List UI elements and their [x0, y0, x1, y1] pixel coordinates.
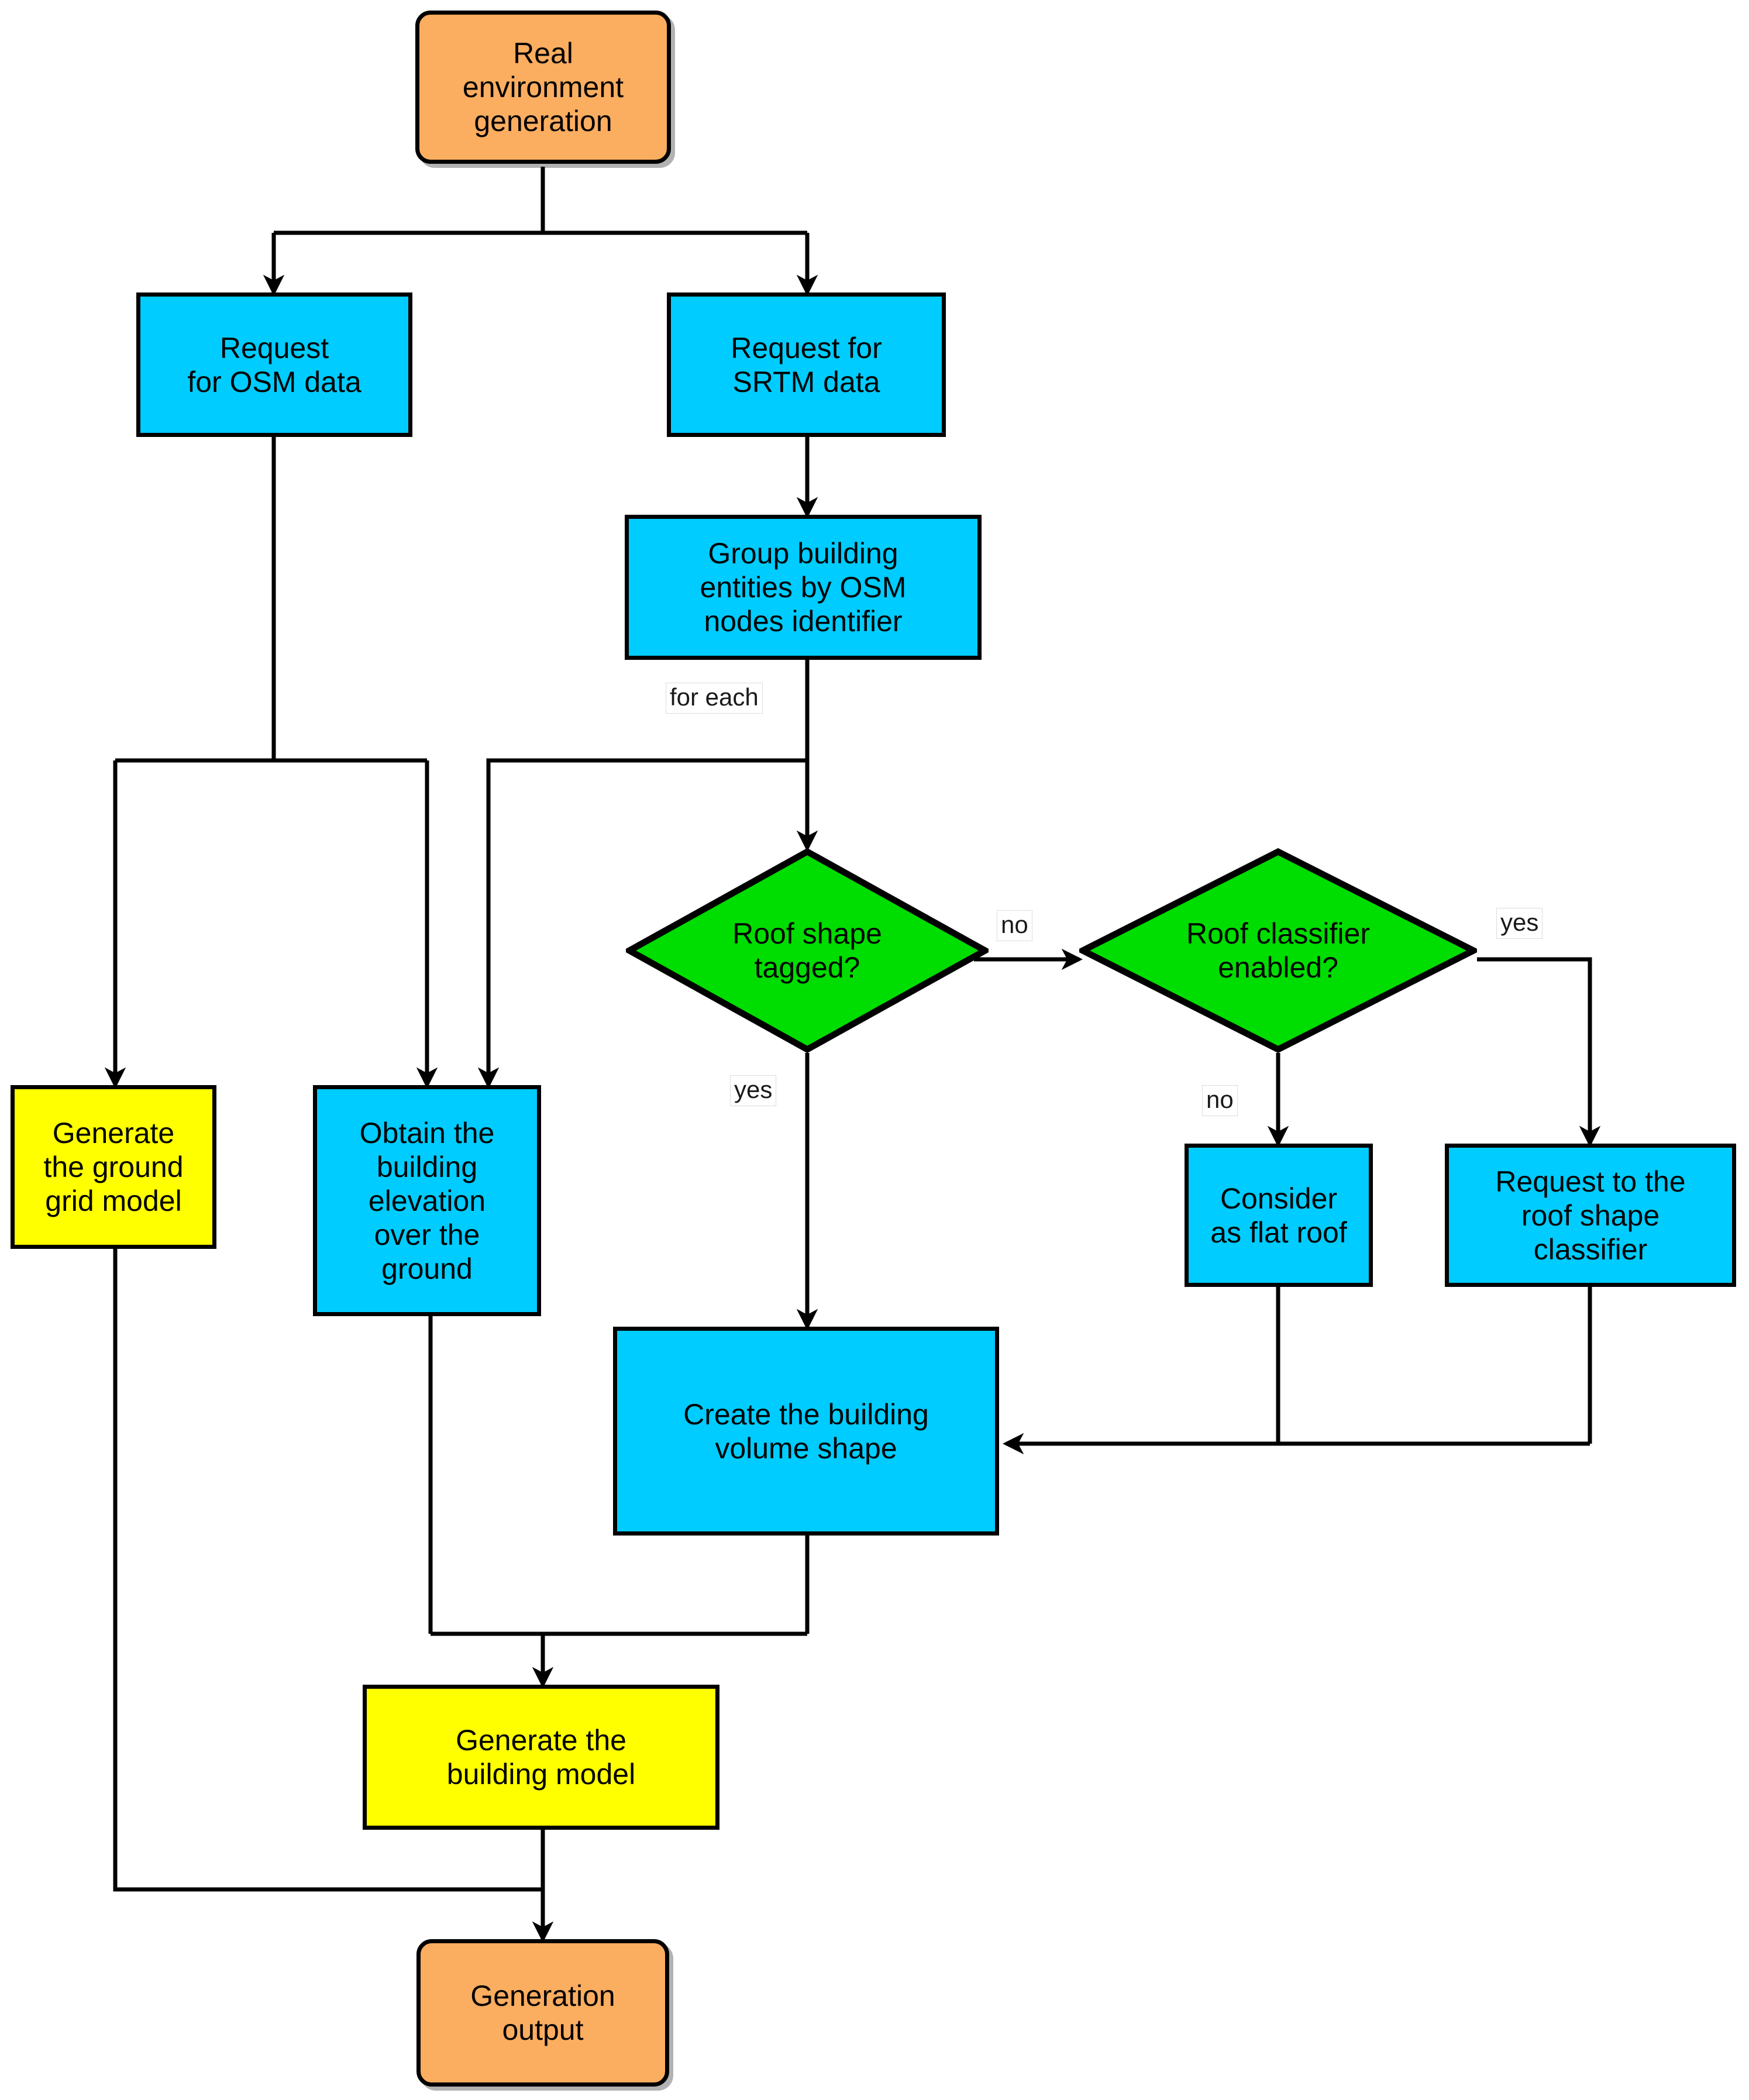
- edge-label-classifier-yes: yes: [1496, 908, 1543, 939]
- diamond-shape: [626, 848, 989, 1053]
- node-roof-classifier-enabled-label: Roof classifier enabled?: [1186, 917, 1370, 984]
- node-roof-classifier-enabled[interactable]: Roof classifier enabled?: [1079, 848, 1477, 1053]
- edge-label-tagged-yes: yes: [730, 1075, 777, 1106]
- node-group-building-label: Group building entities by OSM nodes ide…: [700, 537, 907, 638]
- node-generation-output[interactable]: Generation output: [416, 1939, 669, 2087]
- node-generate-ground-grid[interactable]: Generate the ground grid model: [11, 1085, 216, 1249]
- edge-label-classifier-no: no: [1202, 1085, 1238, 1116]
- node-request-srtm-label: Request for SRTM data: [731, 331, 882, 398]
- node-generation-output-label: Generation output: [470, 1979, 615, 2046]
- node-generate-building-model[interactable]: Generate the building model: [363, 1685, 719, 1830]
- node-request-srtm[interactable]: Request for SRTM data: [667, 292, 946, 437]
- node-start-label: Real environment generation: [462, 37, 624, 137]
- node-generate-ground-grid-label: Generate the ground grid model: [43, 1117, 184, 1217]
- node-generate-building-model-label: Generate the building model: [446, 1724, 636, 1791]
- node-obtain-elevation-label: Obtain the building elevation over the g…: [359, 1116, 495, 1285]
- node-request-classifier[interactable]: Request to the roof shape classifier: [1445, 1144, 1736, 1287]
- diamond-shape: [1079, 848, 1477, 1053]
- node-roof-shape-tagged[interactable]: Roof shape tagged?: [626, 848, 989, 1053]
- edge-ground-to-output: [113, 1249, 543, 1892]
- node-consider-flat-roof[interactable]: Consider as flat roof: [1185, 1144, 1373, 1287]
- node-request-osm[interactable]: Request for OSM data: [136, 292, 412, 437]
- node-create-volume-label: Create the building volume shape: [683, 1397, 929, 1465]
- edge-group-to-elevation: [477, 660, 810, 1089]
- node-consider-flat-roof-label: Consider as flat roof: [1210, 1182, 1347, 1249]
- edge-classifier-yes: [1477, 957, 1601, 1148]
- node-create-volume[interactable]: Create the building volume shape: [613, 1327, 999, 1536]
- edge-label-tagged-no: no: [997, 910, 1032, 941]
- edge-label-for-each: for each: [666, 683, 763, 714]
- node-start[interactable]: Real environment generation: [415, 11, 671, 164]
- node-request-classifier-label: Request to the roof shape classifier: [1495, 1165, 1686, 1266]
- node-obtain-elevation[interactable]: Obtain the building elevation over the g…: [313, 1085, 541, 1316]
- node-request-osm-label: Request for OSM data: [187, 331, 361, 398]
- node-group-building[interactable]: Group building entities by OSM nodes ide…: [625, 515, 982, 660]
- node-roof-shape-tagged-label: Roof shape tagged?: [732, 917, 882, 984]
